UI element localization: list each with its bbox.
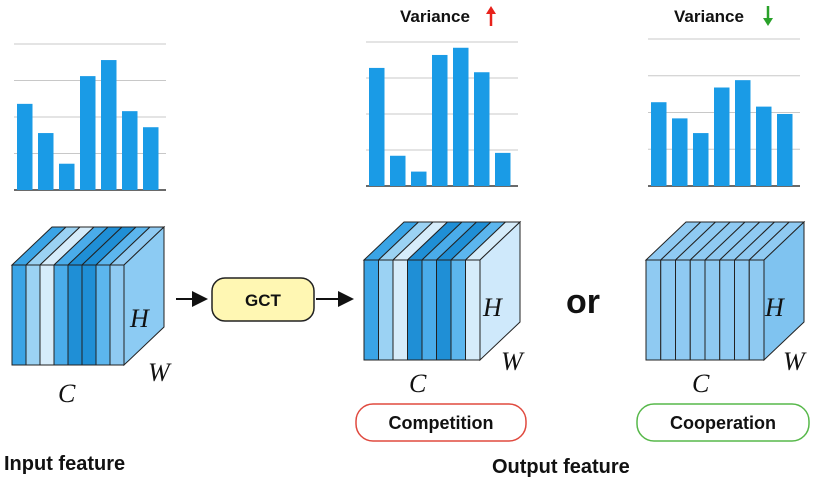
bar-5	[735, 80, 751, 186]
width-label-cooperation: W	[783, 347, 807, 376]
competition-bar-chart	[366, 41, 518, 187]
bar-1	[651, 102, 667, 186]
cube-channel-slice	[704, 259, 721, 361]
cube-channel-slice	[53, 264, 69, 366]
or-label: or	[566, 283, 600, 321]
cube-channel-slice	[378, 259, 394, 361]
cooperation-bar-chart	[648, 38, 800, 187]
cube-channel-slice	[81, 264, 97, 366]
cube-channel-slice	[748, 259, 765, 361]
input-feature-caption: Input feature	[4, 453, 125, 475]
width-label-competition: W	[501, 347, 525, 376]
input-bar-chart	[14, 43, 166, 191]
cube-channel-slice	[363, 259, 379, 361]
channel-label-input: C	[58, 379, 76, 408]
cube-channel-slice	[450, 259, 466, 361]
bar-1	[369, 67, 385, 186]
bar-2	[38, 133, 54, 190]
cooperation-feature-cube	[644, 220, 806, 362]
bar-3	[411, 171, 427, 186]
cube-channel-slice	[67, 264, 83, 366]
cube-channel-slice	[675, 259, 691, 361]
variance-down-title: Variance	[674, 7, 744, 26]
competition-badge	[355, 403, 527, 442]
height-label-cooperation: H	[764, 293, 785, 322]
arrow-down-icon	[763, 6, 773, 26]
bar-2	[672, 118, 688, 186]
bar-7	[143, 127, 159, 190]
bar-6	[756, 106, 772, 186]
gct-module-box	[211, 277, 315, 322]
arrow-up-icon	[486, 6, 496, 26]
cube-channel-slice	[660, 259, 676, 361]
bar-3	[693, 133, 709, 186]
cube-channel-slice	[95, 264, 111, 366]
cube-channel-slice	[719, 259, 735, 361]
cube-channel-slice	[465, 259, 481, 361]
channel-label-competition: C	[409, 369, 427, 398]
bar-4	[432, 54, 448, 187]
bar-1	[17, 103, 33, 190]
cube-channel-slice	[392, 259, 408, 361]
input-feature-cube	[10, 225, 166, 367]
cube-channel-slice	[689, 259, 706, 361]
cooperation-label: Cooperation	[670, 413, 776, 433]
competition-label: Competition	[389, 413, 494, 433]
channel-label-cooperation: C	[692, 369, 710, 398]
cube-channel-slice	[421, 259, 437, 361]
gct-module-label: GCT	[245, 291, 282, 310]
bar-6	[122, 111, 138, 190]
bar-4	[714, 87, 730, 186]
cube-channel-slice	[645, 259, 662, 361]
cube-channel-slice	[25, 264, 41, 366]
output-feature-caption: Output feature	[492, 456, 630, 478]
cube-channel-slice	[11, 264, 27, 366]
bar-2	[390, 155, 406, 186]
bar-7	[495, 152, 511, 186]
width-label-input: W	[148, 358, 172, 387]
cube-channel-slice	[39, 264, 55, 366]
cube-channel-slice	[734, 259, 750, 361]
competition-feature-cube	[362, 220, 522, 362]
bar-5	[101, 60, 117, 191]
bar-3	[59, 163, 75, 190]
cube-channel-slice	[436, 259, 452, 361]
bar-7	[777, 113, 793, 186]
variance-up-title: Variance	[400, 7, 470, 26]
height-label-input: H	[129, 304, 150, 333]
height-label-competition: H	[482, 293, 503, 322]
bar-4	[80, 76, 96, 190]
cooperation-badge	[636, 403, 810, 442]
cube-channel-slice	[407, 259, 423, 361]
bar-5	[453, 47, 469, 187]
cube-channel-slice	[109, 264, 125, 366]
bar-6	[474, 72, 490, 186]
